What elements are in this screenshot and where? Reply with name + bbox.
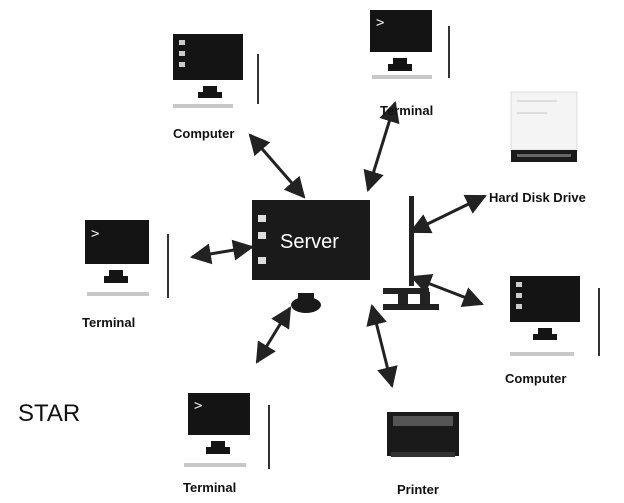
server-label: Server (280, 231, 339, 253)
link-server-terminal-bottom (255, 306, 292, 364)
server-box (252, 200, 370, 280)
monitor-icon (370, 10, 432, 52)
svg-text:>: > (194, 398, 202, 414)
link-server-terminal-top (363, 100, 400, 193)
computer-right-device (510, 276, 600, 356)
label-printer: Printer (397, 482, 439, 497)
svg-text:>: > (91, 226, 99, 242)
label-computer-right: Computer (505, 371, 567, 386)
terminal-left-device: > (85, 220, 169, 298)
diagram-title: STAR (18, 400, 81, 427)
terminal-top-device: > (370, 10, 450, 79)
svg-text:>: > (376, 15, 384, 31)
terminal-bottom-device: > (184, 393, 270, 469)
bus-connector (383, 196, 439, 310)
printer-device (387, 412, 459, 457)
server-device: Server (252, 200, 370, 313)
label-hard-disk: Hard Disk Drive (489, 190, 586, 205)
monitor-icon (85, 220, 149, 264)
label-computer-top-left: Computer (173, 126, 235, 141)
label-terminal-bottom: Terminal (183, 480, 237, 495)
connections (189, 100, 487, 389)
link-server-printer (366, 303, 398, 389)
link-server-computer-top-left (248, 133, 306, 199)
link-server-terminal-left (189, 239, 255, 265)
label-terminal-left: Terminal (82, 315, 136, 330)
computer-top-left-device (173, 34, 259, 108)
label-terminal-top: Terminal (380, 103, 434, 118)
link-hard-disk (409, 194, 487, 234)
hard-disk-device (510, 91, 578, 162)
link-computer-right (410, 274, 484, 307)
monitor-icon (188, 393, 250, 435)
